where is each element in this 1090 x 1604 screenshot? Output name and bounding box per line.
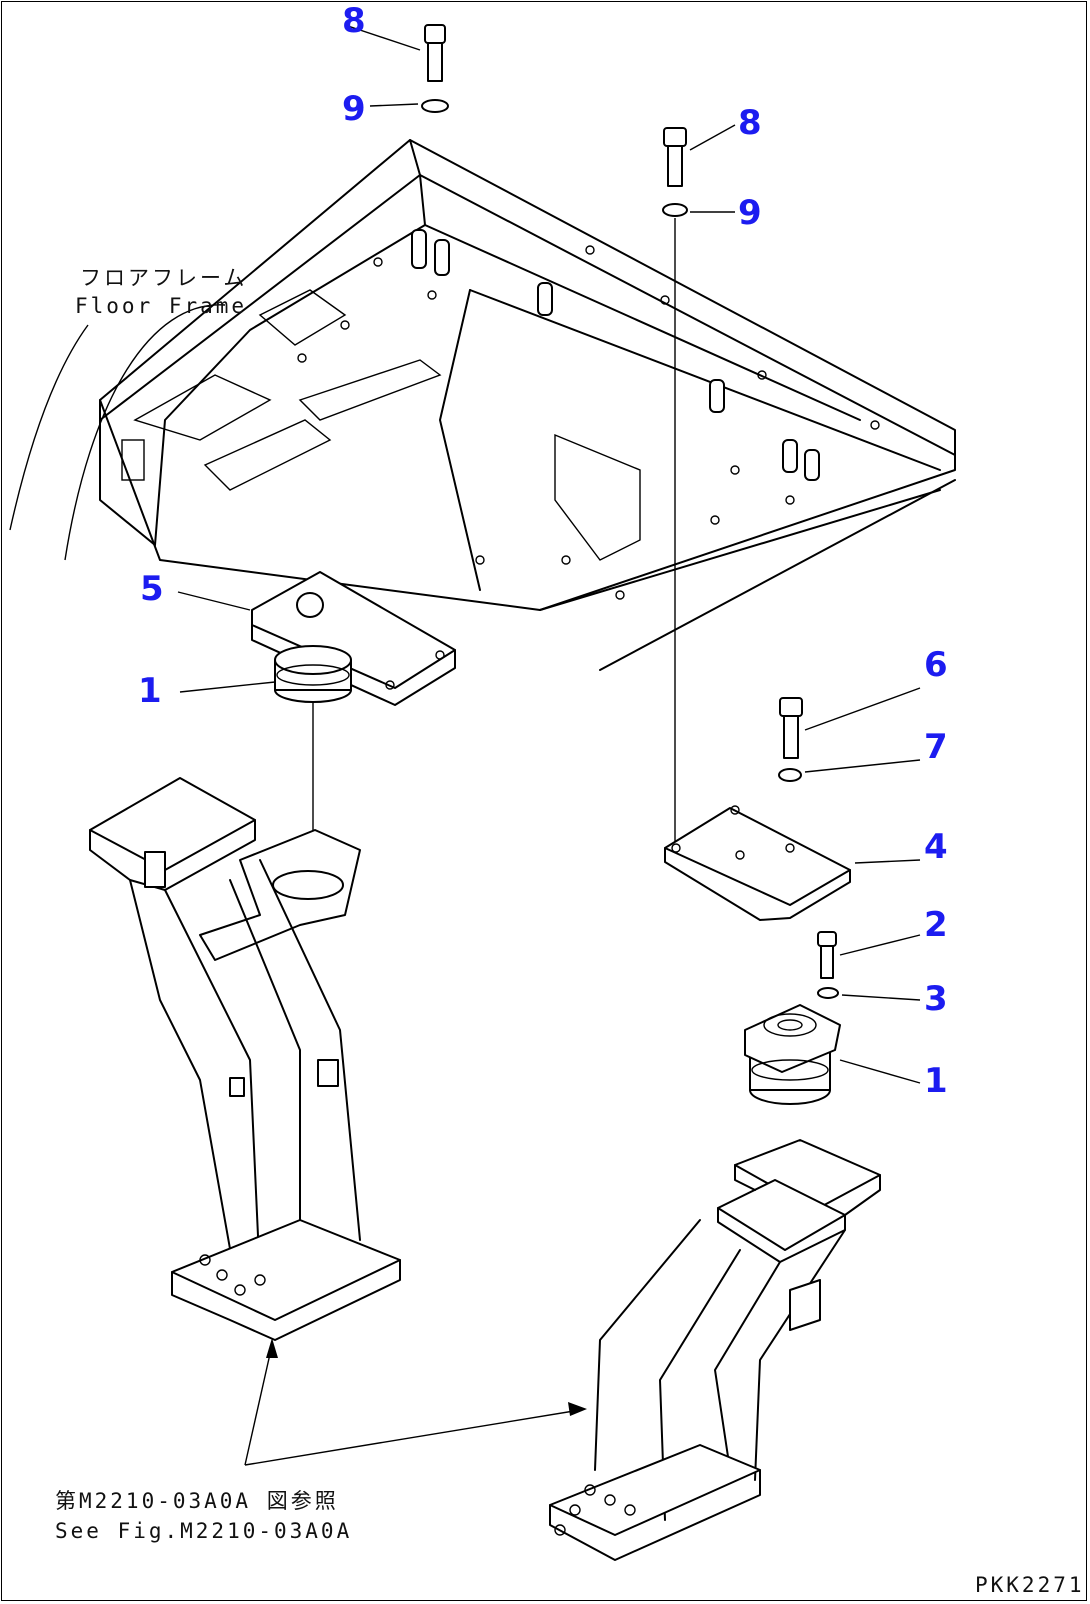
mount-1-left — [179, 645, 352, 860]
reference-note-en: See Fig.M2210-03A0A — [55, 1519, 353, 1543]
bolt-8-top — [344, 24, 446, 82]
callout-4: 4 — [924, 827, 948, 867]
bolt-2 — [817, 931, 921, 979]
callout-9-right: 9 — [738, 193, 762, 233]
drawing-code: PKK2271 — [975, 1573, 1085, 1597]
washer-9-right — [662, 203, 735, 217]
washer-7 — [778, 759, 921, 782]
floor-frame-label-jp: フロアフレーム — [80, 266, 248, 290]
bolt-6 — [779, 687, 921, 759]
callout-1-left: 1 — [138, 671, 162, 711]
support-right — [549, 1139, 881, 1561]
mount-1-right — [744, 1004, 921, 1105]
floor-frame-leader — [9, 324, 89, 531]
support-left — [89, 777, 401, 1341]
callout-8-right: 8 — [738, 103, 762, 143]
callout-3: 3 — [924, 979, 948, 1019]
callout-8-top: 8 — [342, 1, 366, 41]
bracket-5 — [177, 571, 456, 706]
callout-2: 2 — [924, 905, 948, 945]
plate-4 — [664, 805, 921, 921]
callout-1-right: 1 — [924, 1061, 948, 1101]
reference-note-jp: 第M2210-03A0A 図参照 — [55, 1489, 339, 1513]
washer-9-top — [369, 99, 449, 113]
callout-6: 6 — [924, 645, 948, 685]
callout-7: 7 — [924, 727, 948, 767]
reference-arrows — [244, 1338, 587, 1466]
floor-frame-leader-2 — [64, 304, 226, 561]
floor-frame — [99, 139, 956, 671]
washer-3 — [817, 987, 921, 1001]
floor-frame-label-en: Floor Frame — [75, 294, 248, 318]
callout-9-top: 9 — [342, 89, 366, 129]
callout-5: 5 — [140, 569, 164, 609]
bolt-8-right — [663, 124, 736, 187]
